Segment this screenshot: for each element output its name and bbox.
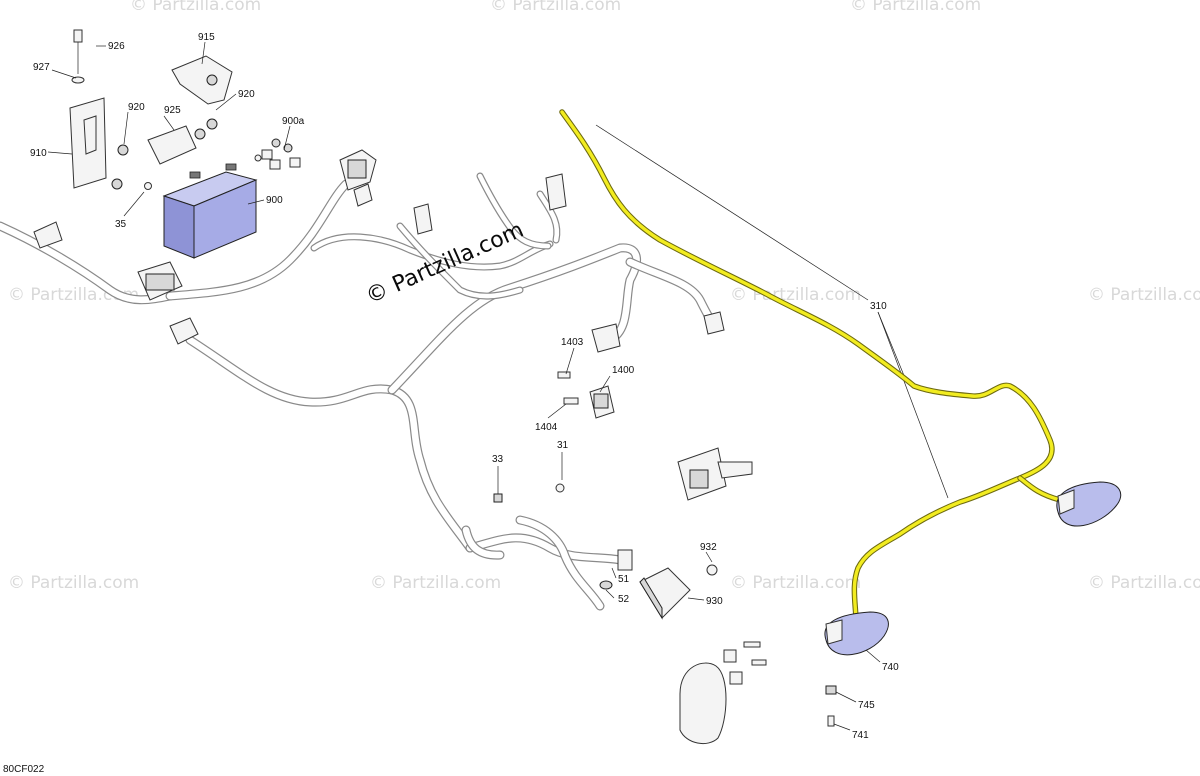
harness-connectors — [33, 149, 725, 353]
callout-1400: 1400 — [612, 365, 635, 376]
diagram-reference-code: 80CF022 — [3, 764, 45, 775]
callout-930: 930 — [706, 596, 723, 607]
watermark-text: © Partzilla.com — [130, 0, 261, 15]
callout-920: 920 — [238, 89, 255, 100]
relay-bracket — [677, 447, 753, 501]
bracket-910 — [69, 29, 152, 190]
watermark-text: © Partzilla.com — [8, 573, 139, 593]
callout-33: 33 — [492, 454, 504, 465]
lamp-housing — [679, 641, 767, 745]
callout-51: 51 — [618, 574, 630, 585]
callout-1403: 1403 — [561, 337, 584, 348]
sensor-1400 — [557, 371, 615, 419]
callout-1404: 1404 — [535, 422, 558, 433]
callout-900: 900 — [266, 195, 283, 206]
callout-932: 932 — [700, 542, 717, 553]
watermark-text: © Partzilla.com — [1088, 285, 1200, 305]
callout-labels: 926 927 915 920 920 925 900a 910 900 35 … — [30, 32, 899, 741]
callout-920: 920 — [128, 102, 145, 113]
main-wiring-harness — [0, 172, 721, 611]
watermark-text: © Partzilla.com — [490, 0, 621, 15]
bracket-915 — [171, 55, 233, 140]
callout-741: 741 — [852, 730, 869, 741]
cover-925 — [147, 125, 197, 165]
callout-927: 927 — [33, 62, 50, 73]
callout-745: 745 — [858, 700, 875, 711]
callout-910: 910 — [30, 148, 47, 159]
callout-52: 52 — [618, 594, 630, 605]
callout-925: 925 — [164, 105, 181, 116]
watermark-text: © Partzilla.com — [850, 0, 981, 15]
callout-35: 35 — [115, 219, 127, 230]
callout-310: 310 — [870, 301, 887, 312]
terminal-hardware-900a — [254, 138, 301, 170]
watermark-text: © Partzilla.com — [370, 573, 501, 593]
leader-lines-310 — [595, 124, 949, 499]
highlighted-harness-310 — [559, 109, 1063, 621]
callout-740: 740 — [882, 662, 899, 673]
battery-900 — [162, 163, 258, 259]
callout-900a: 900a — [282, 116, 305, 127]
lamp-740 — [824, 611, 889, 727]
callout-915: 915 — [198, 32, 215, 43]
lamp-right — [1056, 481, 1122, 527]
module-930 — [493, 483, 718, 620]
watermark-text: © Partzilla.com — [1088, 573, 1200, 593]
callout-leaders — [47, 41, 881, 731]
callout-926: 926 — [108, 41, 125, 52]
watermark-text: © Partzilla.com — [730, 573, 861, 593]
callout-31: 31 — [557, 440, 569, 451]
